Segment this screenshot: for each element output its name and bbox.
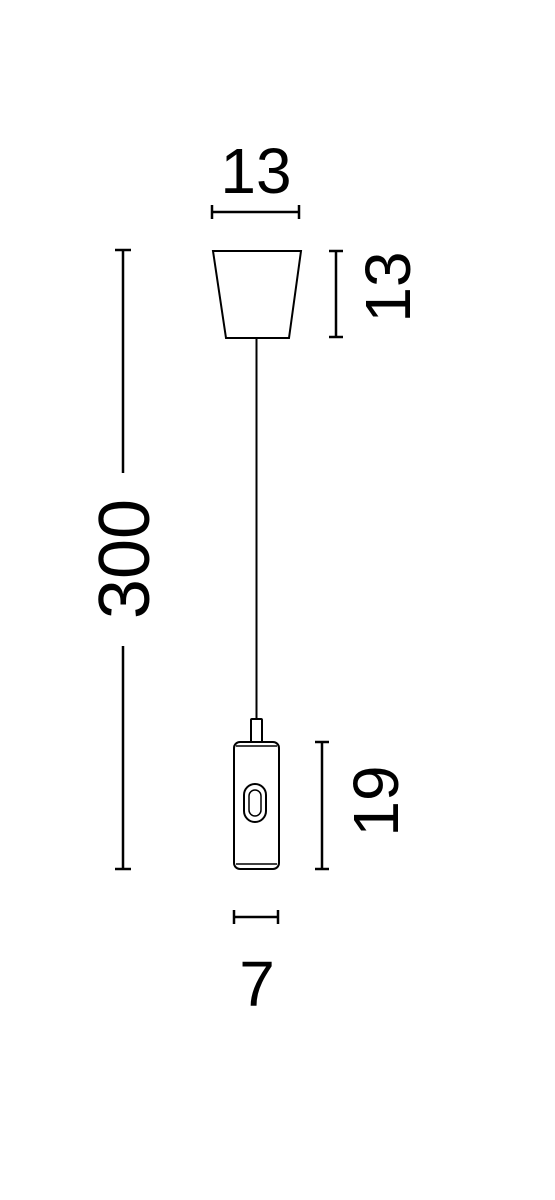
lamp-body-window-inner: [248, 789, 262, 817]
canopy-width-label: 13: [220, 135, 291, 207]
total-height-dimension: 300: [85, 248, 165, 871]
canopy-height-label: 13: [352, 251, 424, 322]
canopy-width-dimension: 13: [210, 135, 301, 219]
lamp-body: [233, 741, 280, 870]
body-height-dimension: 19: [315, 740, 412, 871]
body-width-label: 7: [239, 948, 275, 1020]
canopy-height-dimension: 13: [329, 249, 424, 339]
cable-connector: [250, 718, 263, 744]
body-width-dimension: 7: [232, 910, 280, 1020]
body-height-label: 19: [340, 765, 412, 836]
total-height-label: 300: [85, 499, 165, 619]
ceiling-canopy: [211, 250, 303, 339]
